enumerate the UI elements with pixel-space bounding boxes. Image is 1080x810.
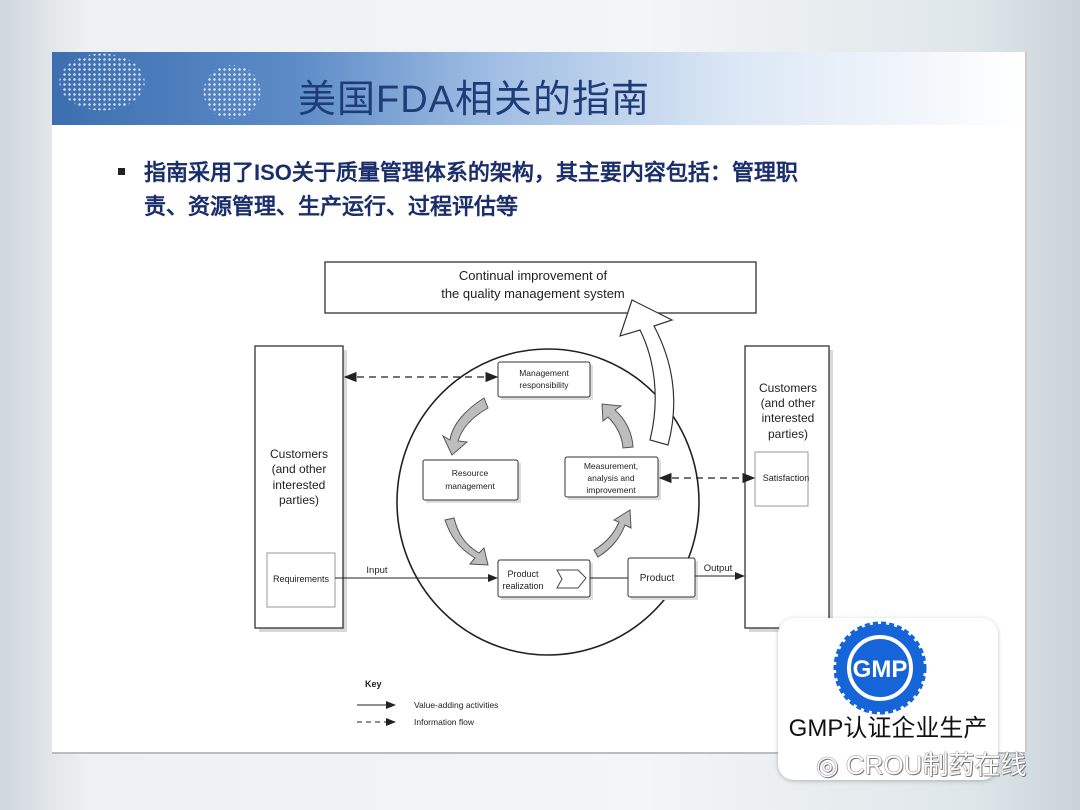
bullet-point: 指南采用了ISO关于质量管理体系的架构，其主要内容包括：管理职 责、资源管理、生…	[118, 156, 958, 224]
gmp-badge-text: GMP	[853, 656, 908, 683]
right-customers-3: interested	[762, 411, 815, 425]
left-customers-2: (and other	[272, 462, 327, 476]
key-title: Key	[365, 679, 382, 689]
left-customers-3: interested	[273, 478, 326, 492]
logo-caption: GMP认证企业生产	[788, 715, 988, 742]
customers-right-column: Customers (and other interested parties)…	[744, 345, 833, 632]
diagram-key: Key Value-adding activities Information …	[357, 679, 498, 727]
watermark: ◎ CROU制药在线	[816, 750, 1026, 780]
customers-left-column: Customers (and other interested parties)…	[254, 345, 347, 632]
product-realization-box: Product realization	[497, 559, 593, 600]
top-box-line-1: Continual improvement of	[459, 268, 608, 283]
key-value-label: Value-adding activities	[414, 700, 498, 710]
management-box: Management responsibility	[497, 361, 593, 400]
key-info-label: Information flow	[414, 717, 475, 727]
realization-line-2: realization	[502, 581, 543, 591]
resource-line-1: Resource	[452, 468, 489, 478]
cycle-arrows	[441, 397, 634, 566]
wechat-icon: ◎	[816, 750, 846, 780]
product-label: Product	[640, 573, 675, 584]
resource-line-2: management	[445, 481, 495, 491]
satisfaction-label: Satisfaction	[763, 473, 810, 483]
management-line-1: Management	[519, 368, 569, 378]
product-box: Product	[627, 557, 698, 600]
cycle-arrow-icon	[601, 403, 634, 449]
cycle-arrow-icon	[441, 397, 489, 456]
measurement-box: Measurement, analysis and improvement	[564, 456, 661, 500]
gmp-badge-icon: GMP	[833, 621, 927, 715]
right-customers-1: Customers	[759, 381, 817, 395]
bullet-marker	[118, 168, 125, 175]
cycle-arrow-icon	[593, 509, 632, 558]
slide-title: 美国FDA相关的指南	[298, 79, 651, 121]
measurement-line-1: Measurement,	[584, 461, 638, 471]
input-label: Input	[366, 565, 387, 576]
realization-line-1: Product	[507, 569, 539, 579]
right-customers-4: parties)	[768, 427, 808, 441]
measurement-line-3: improvement	[586, 485, 636, 495]
left-customers-4: parties)	[279, 493, 319, 507]
requirements-label: Requirements	[273, 574, 330, 584]
gmp-logo-card: GMP GMP认证企业生产	[778, 618, 998, 780]
world-map-decoration	[52, 52, 302, 125]
title-band: 美国FDA相关的指南	[52, 52, 1025, 125]
improvement-arrow-icon	[619, 299, 675, 446]
top-box-line-2: the quality management system	[441, 286, 625, 301]
output-label: Output	[704, 563, 733, 574]
bullet-line-1: 指南采用了ISO关于质量管理体系的架构，其主要内容包括：管理职	[144, 160, 798, 185]
continual-improvement-box: Continual improvement of the quality man…	[324, 261, 757, 314]
cycle-arrow-icon	[444, 517, 489, 566]
right-customers-2: (and other	[761, 396, 816, 410]
left-customers-1: Customers	[270, 447, 328, 461]
measurement-line-2: analysis and	[587, 473, 635, 483]
management-line-2: responsibility	[519, 380, 569, 390]
bullet-line-2: 责、资源管理、生产运行、过程评估等	[144, 194, 519, 219]
resource-box: Resource management	[422, 459, 521, 503]
watermark-text: CROU制药在线	[845, 750, 1027, 780]
realization-chevron-icon	[556, 569, 587, 589]
